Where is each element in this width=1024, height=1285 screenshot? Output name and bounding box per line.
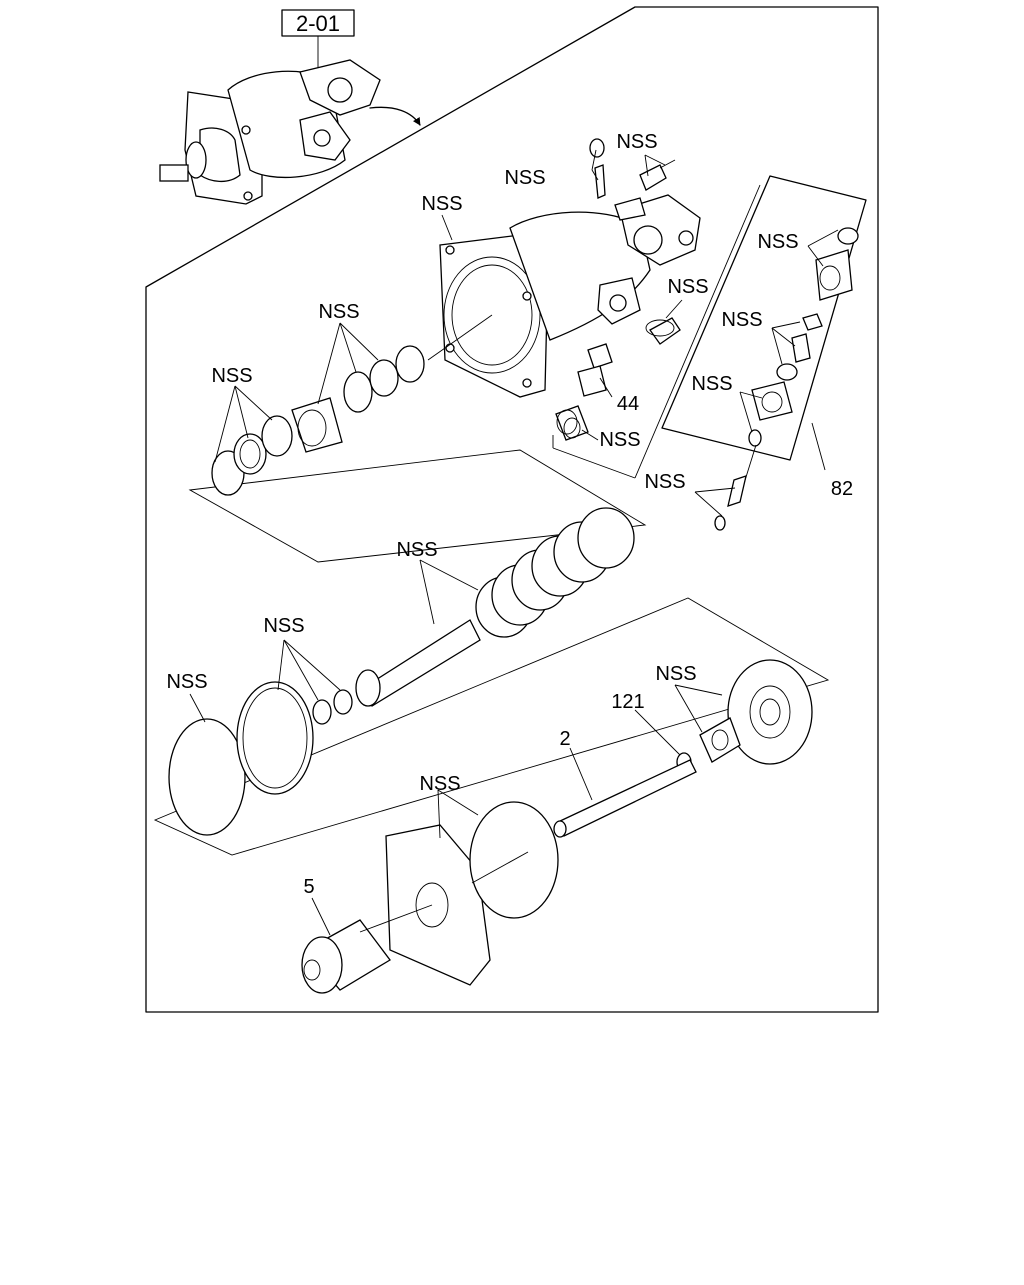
label-nss: NSS: [318, 301, 359, 323]
diaphragm-assembly: [553, 659, 813, 838]
label-nss: NSS: [166, 671, 207, 693]
reference-box: 2-01: [281, 9, 355, 70]
valve-parts: [552, 184, 761, 479]
label-5: 5: [303, 876, 314, 898]
front-cover: [301, 801, 559, 994]
label-121: 121: [611, 691, 644, 713]
label-82: 82: [831, 478, 853, 500]
top-fittings: [589, 138, 681, 345]
label-44: 44: [617, 393, 639, 415]
label-nss: NSS: [211, 365, 252, 387]
label-nss: NSS: [757, 231, 798, 253]
label-nss: NSS: [667, 276, 708, 298]
part-labels: NSS NSS NSS NSS NSS NSS NSS NSS NSS 44 N…: [166, 131, 853, 898]
label-nss: NSS: [691, 373, 732, 395]
seal-kit-top: [188, 314, 647, 563]
relay-valve-group: [661, 175, 867, 531]
label-nss: NSS: [263, 615, 304, 637]
label-nss: NSS: [644, 471, 685, 493]
label-2: 2: [559, 728, 570, 750]
label-nss: NSS: [616, 131, 657, 153]
spring-and-rod: [355, 507, 635, 707]
housing: [439, 194, 701, 398]
main-frame: [145, 6, 879, 1013]
label-nss: NSS: [599, 429, 640, 451]
label-nss: NSS: [419, 773, 460, 795]
seal-kit-bottom: [153, 597, 830, 856]
leader-lines: [189, 149, 839, 936]
label-nss: NSS: [421, 193, 462, 215]
label-nss: NSS: [504, 167, 545, 189]
reference-box-label: 2-01: [296, 11, 340, 36]
label-nss: NSS: [655, 663, 696, 685]
label-nss: NSS: [396, 539, 437, 561]
label-nss: NSS: [721, 309, 762, 331]
assembly-thumbnail: [159, 59, 421, 205]
